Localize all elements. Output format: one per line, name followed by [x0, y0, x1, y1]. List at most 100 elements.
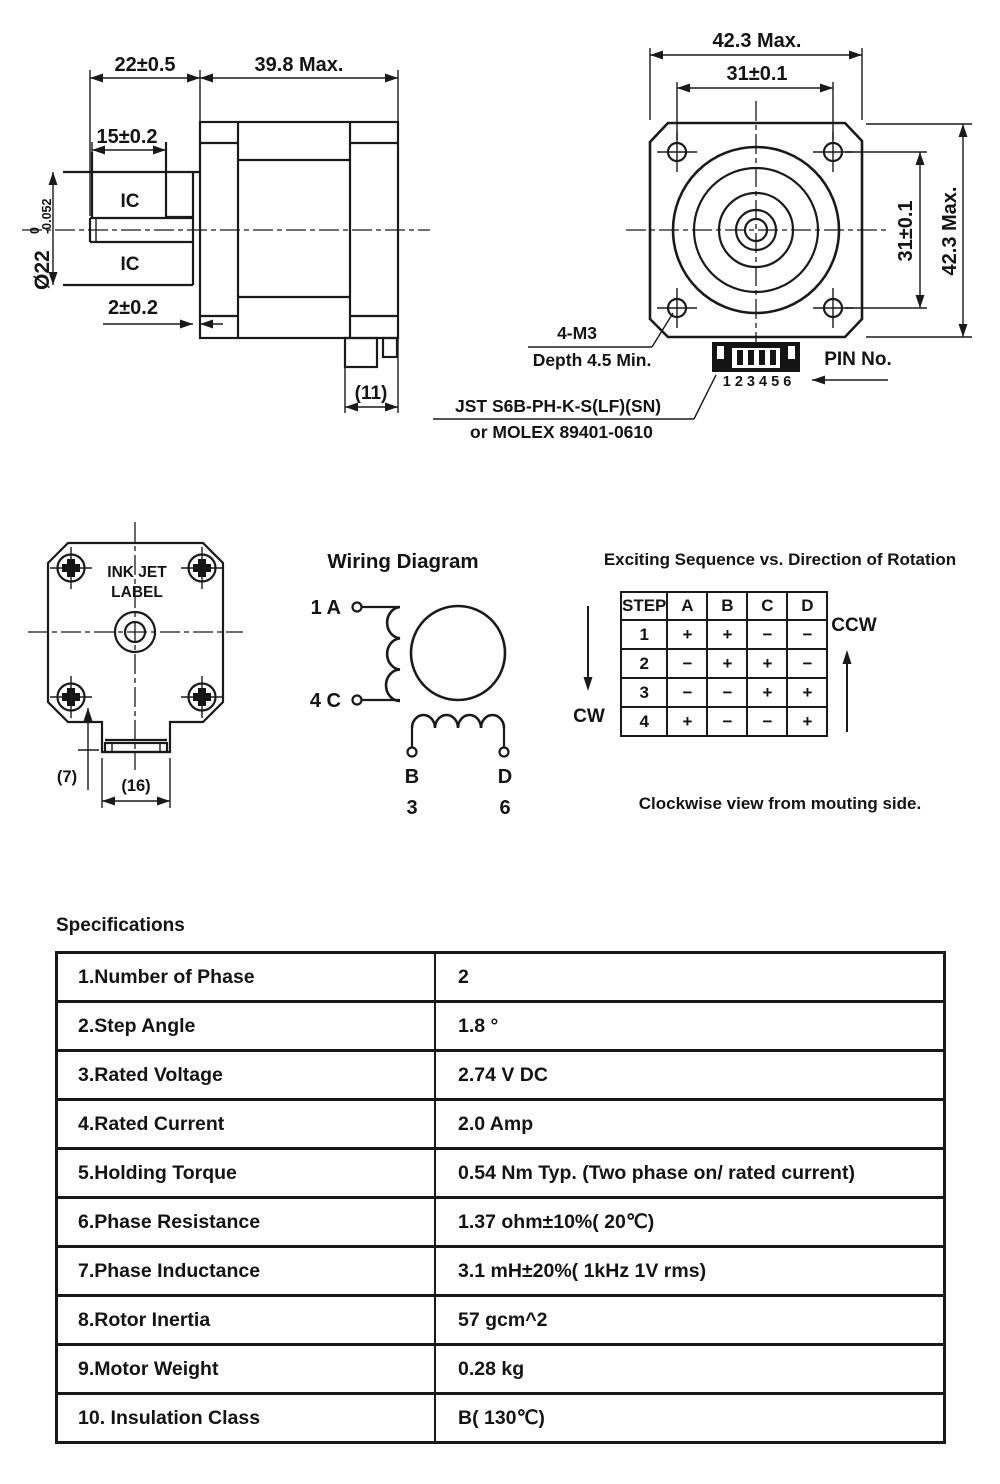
excitation-cell: + [786, 706, 829, 737]
spec-value: 0.28 kg [435, 1343, 946, 1395]
spec-row: 8.Rotor Inertia 57 gcm^2 [55, 1294, 946, 1346]
shaft-dia-tol-upper: 0 [28, 227, 42, 234]
flat-label-top: IC [121, 191, 140, 212]
dim-label-tab-offset: (7) [57, 768, 77, 786]
cw-label: CW [573, 706, 605, 727]
phase-a-coil [384, 605, 401, 703]
spec-value: 57 gcm^2 [435, 1294, 946, 1346]
mounting-hole-note-line2: Depth 4.5 Min. [533, 350, 652, 370]
excitation-cell: 1 [619, 619, 669, 650]
ink-jet-label-line1: INK JET [107, 564, 167, 581]
spec-label: 5.Holding Torque [55, 1147, 436, 1199]
excitation-cell: − [746, 706, 789, 737]
excitation-cell: 4 [619, 706, 669, 737]
wiring-diagram-title: Wiring Diagram [327, 550, 478, 573]
excitation-cell: + [706, 619, 749, 650]
flat-label-bottom: IC [121, 254, 140, 275]
spec-row: 4.Rated Current 2.0 Amp [55, 1098, 946, 1150]
terminal-label-4c: 4 C [310, 690, 341, 712]
ccw-arrow [842, 650, 852, 664]
excitation-cell: + [746, 677, 789, 708]
spec-value: 2.74 V DC [435, 1049, 946, 1101]
spec-value: 1.8 ° [435, 1000, 946, 1052]
dim-label-hole-pitch-v: 31±0.1 [895, 200, 917, 261]
dim-label-hole-pitch-h: 31±0.1 [726, 63, 787, 85]
spec-row: 2.Step Angle 1.8 ° [55, 1000, 946, 1052]
pin-3-label: 3 [406, 797, 417, 819]
connector-note-line2: or MOLEX 89401-0610 [470, 422, 653, 442]
excitation-cell: − [706, 677, 749, 708]
spec-value: 2.0 Amp [435, 1098, 946, 1150]
excitation-cell: 3 [619, 677, 669, 708]
spec-row: 3.Rated Voltage 2.74 V DC [55, 1049, 946, 1101]
rear-view-drawing: INK JET LABEL (7) (16) [28, 522, 243, 808]
excitation-cell: − [666, 648, 709, 679]
spec-value: 2 [435, 951, 946, 1003]
excitation-cell: − [786, 619, 829, 650]
spec-label: 2.Step Angle [55, 1000, 436, 1052]
dim-label-boss-depth: 2±0.2 [108, 297, 158, 319]
dim-label-shaft-section: 22±0.5 [114, 54, 175, 76]
excitation-cell: + [666, 619, 709, 650]
dim-label-overall-height: 42.3 Max. [939, 187, 961, 276]
dim-label-connector-width: (11) [355, 383, 388, 404]
spec-value: 0.54 Nm Typ. (Two phase on/ rated curren… [435, 1147, 946, 1199]
pin-no-label: PIN No. [824, 349, 892, 370]
pin-numbers-label: 1 2 3 4 5 6 [723, 374, 792, 390]
spec-value: 3.1 mH±20%( 1kHz 1V rms) [435, 1245, 946, 1297]
front-view-drawing: 42.3 Max. 31±0.1 31±0.1 42.3 Max. [433, 30, 972, 442]
rotation-direction-arrows: CW CCW [573, 606, 877, 732]
excitation-cell: − [666, 677, 709, 708]
dim-label-tab-width: (16) [121, 777, 150, 795]
excitation-cell: + [746, 648, 789, 679]
pin-6-label: 6 [499, 797, 510, 819]
wiring-diagram: Wiring Diagram 1 A 4 C B D 3 6 [310, 550, 512, 819]
excitation-table: STEP A B C D 1 + + − − 2 − + + − 3 − − +… [619, 591, 829, 737]
phase-b-coil [410, 713, 506, 729]
side-view-drawing: 22±0.5 39.8 Max. 15±0.2 IC IC Ø22 0 -0.0… [22, 54, 430, 413]
spec-row: 10. Insulation Class B( 130℃) [55, 1392, 946, 1444]
excitation-cell: + [666, 706, 709, 737]
mounting-holes [657, 132, 853, 328]
spec-value: 1.37 ohm±10%( 20℃) [435, 1196, 946, 1248]
spec-label: 6.Phase Resistance [55, 1196, 436, 1248]
dim-label-overall-width: 42.3 Max. [713, 30, 802, 52]
spec-label: 9.Motor Weight [55, 1343, 436, 1395]
cw-arrow [583, 677, 593, 691]
spec-row: 9.Motor Weight 0.28 kg [55, 1343, 946, 1395]
excitation-row: 3 − − + + [619, 677, 829, 708]
excitation-caption: Clockwise view from mouting side. [638, 794, 922, 813]
spec-row: 5.Holding Torque 0.54 Nm Typ. (Two phase… [55, 1147, 946, 1199]
excitation-header-row: STEP A B C D [619, 591, 829, 621]
excitation-header-b: B [706, 591, 749, 621]
excitation-cell: − [746, 619, 789, 650]
terminal-label-1a: 1 A [311, 597, 341, 619]
excitation-cell: 2 [619, 648, 669, 679]
pin-no-arrow [812, 375, 825, 385]
spec-label: 3.Rated Voltage [55, 1049, 436, 1101]
specifications-table: 1.Number of Phase 2 2.Step Angle 1.8 ° 3… [55, 951, 946, 1444]
spec-label: 7.Phase Inductance [55, 1245, 436, 1297]
excitation-row: 2 − + + − [619, 648, 829, 679]
connector-note-line1: JST S6B-PH-K-S(LF)(SN) [455, 396, 661, 416]
terminal-label-d: D [498, 766, 512, 788]
terminal-label-b: B [405, 766, 419, 788]
motor-body-circle [409, 604, 507, 702]
spec-row: 6.Phase Resistance 1.37 ohm±10%( 20℃) [55, 1196, 946, 1248]
excitation-cell: + [786, 677, 829, 708]
shaft-dia-prefix: Ø22 [31, 250, 54, 290]
front-view-connector [712, 342, 800, 372]
excitation-row: 4 + − − + [619, 706, 829, 737]
excitation-header-step: STEP [619, 591, 669, 621]
rear-screws [50, 547, 223, 718]
spec-label: 8.Rotor Inertia [55, 1294, 436, 1346]
dim-label-body-length: 39.8 Max. [255, 54, 344, 76]
excitation-title: Exciting Sequence vs. Direction of Rotat… [603, 550, 957, 569]
spec-row: 1.Number of Phase 2 [55, 951, 946, 1003]
ccw-label: CCW [831, 615, 876, 636]
ink-jet-label-line2: LABEL [111, 584, 163, 601]
excitation-cell: − [706, 706, 749, 737]
shaft-dia-tol-lower: -0.052 [40, 199, 54, 234]
excitation-cell: + [706, 648, 749, 679]
